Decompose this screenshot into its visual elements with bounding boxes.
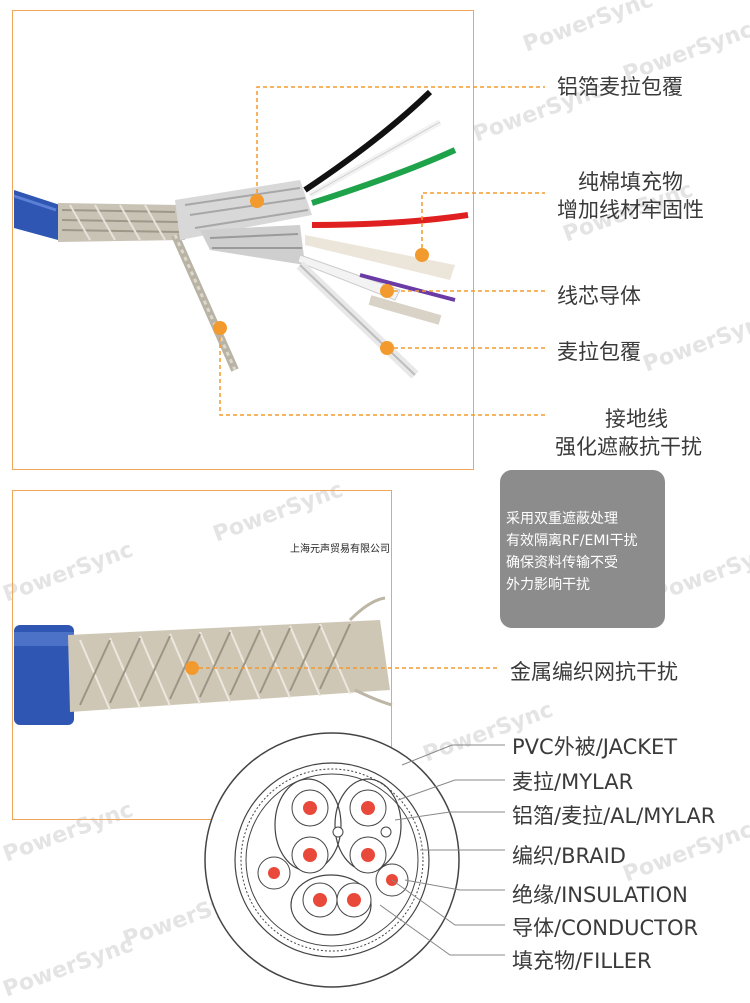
legend-jacket: PVC外被/JACKET — [512, 735, 678, 759]
shielding-note-box: 采用双重遮蔽处理 有效隔离RF/EMI干扰 确保资料传输不受 外力影响干扰 — [500, 470, 665, 628]
top-photo-frame — [12, 10, 474, 470]
legend-braid: 编织/BRAID — [512, 844, 626, 868]
note-line: 采用双重遮蔽处理 — [506, 511, 618, 527]
legend-insulation: 绝缘/INSULATION — [512, 883, 688, 907]
callout-braid: 金属编织网抗干扰 — [510, 660, 678, 684]
note-line: 外力影响干扰 — [506, 577, 590, 593]
callout-mylar-wrap: 麦拉包覆 — [557, 340, 641, 364]
callout-cotton-filler-desc: 增加线材牢固性 — [557, 198, 704, 222]
legend-al-mylar: 铝箔/麦拉/AL/MYLAR — [512, 804, 716, 828]
legend-conductor: 导体/CONDUCTOR — [512, 916, 699, 940]
callout-ground-wire-desc: 强化遮蔽抗干扰 — [555, 435, 702, 459]
note-line: 有效隔离RF/EMI干扰 — [506, 533, 638, 549]
note-line: 确保资料传输不受 — [506, 555, 618, 571]
callout-foil-mylar: 铝箔麦拉包覆 — [557, 75, 683, 99]
callout-core-conductor: 线芯导体 — [557, 284, 641, 308]
legend-mylar: 麦拉/MYLAR — [512, 770, 634, 794]
braid-photo-frame — [12, 490, 392, 820]
callout-ground-wire: 接地线 — [605, 407, 668, 431]
callout-cotton-filler: 纯棉填充物 — [578, 170, 683, 194]
legend-filler: 填充物/FILLER — [512, 949, 652, 973]
company-label: 上海元声贸易有限公司 — [290, 544, 390, 555]
